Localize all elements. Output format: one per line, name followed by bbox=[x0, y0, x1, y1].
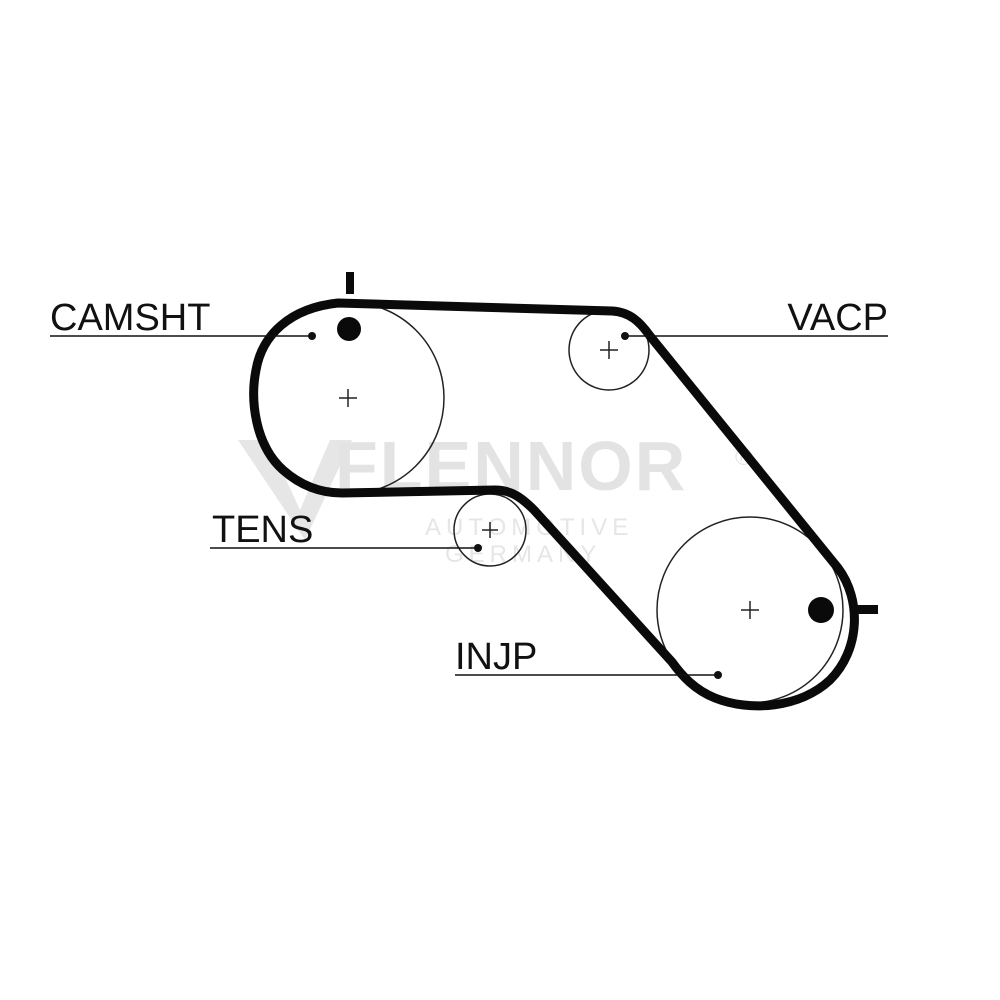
vacuum-pump-center-mark bbox=[600, 341, 618, 359]
label-camshaft: CAMSHT bbox=[50, 297, 210, 339]
watermark: FLENNOR ® AUTOMOTIVE GERMANY bbox=[238, 427, 753, 568]
watermark-logo-icon bbox=[238, 440, 352, 540]
injection-pump-timing-dot bbox=[808, 597, 834, 623]
injection-pump-timing-mark bbox=[856, 605, 878, 614]
camshaft-leader bbox=[50, 332, 316, 340]
camshaft-timing-mark bbox=[346, 272, 354, 294]
vacuum-pump-leader bbox=[621, 332, 888, 340]
camshaft-timing-dot bbox=[337, 317, 361, 341]
camshaft-center-mark bbox=[339, 389, 357, 407]
label-vacuum-pump: VACP bbox=[787, 297, 888, 339]
label-tensioner: TENS bbox=[212, 509, 313, 551]
tensioner-center-mark bbox=[482, 522, 498, 538]
label-injection-pump: INJP bbox=[455, 636, 537, 678]
injection-pump-leader bbox=[455, 671, 722, 679]
injection-pump-center-mark bbox=[741, 601, 759, 619]
timing-belt bbox=[249, 298, 859, 711]
tensioner-leader bbox=[210, 544, 482, 552]
